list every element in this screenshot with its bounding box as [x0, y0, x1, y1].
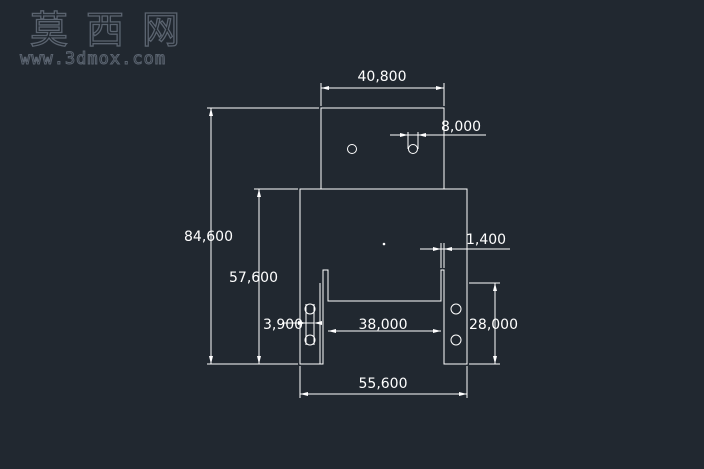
left-leg-hole-upper — [304, 303, 316, 315]
top-hole-right — [408, 144, 418, 154]
holes — [304, 144, 462, 346]
right-leg-hole-lower — [450, 334, 462, 346]
right-leg-hole-upper — [450, 303, 462, 315]
watermark: 莫西网 www.3dmox.com — [20, 7, 198, 69]
watermark-url: www.3dmox.com — [20, 49, 166, 69]
main-body-outline — [299, 188, 468, 365]
watermark-site-name: 莫西网 — [30, 8, 198, 52]
dim-total-width: 55,600 — [359, 376, 408, 392]
dimension-labels: 40,800 8,000 84,600 57,600 1,400 3,900 3… — [184, 69, 518, 392]
dim-leg-hole-span: 28,000 — [469, 317, 518, 333]
arrowheads — [209, 86, 497, 396]
dim-hole-offset: 3,900 — [263, 317, 303, 333]
dim-hole-small: 8,000 — [441, 119, 481, 135]
dim-total-height: 84,600 — [184, 229, 233, 245]
dimension-lines — [207, 83, 510, 398]
dim-inner-width: 38,000 — [359, 317, 408, 333]
dim-body-height: 57,600 — [229, 270, 278, 286]
dim-top-width: 40,800 — [358, 69, 407, 85]
dim-slot-width: 1,400 — [466, 232, 506, 248]
center-mark — [382, 242, 386, 246]
top-hole-left — [347, 144, 357, 154]
left-leg-hole-lower — [304, 334, 316, 346]
top-tab-outline — [320, 107, 445, 189]
